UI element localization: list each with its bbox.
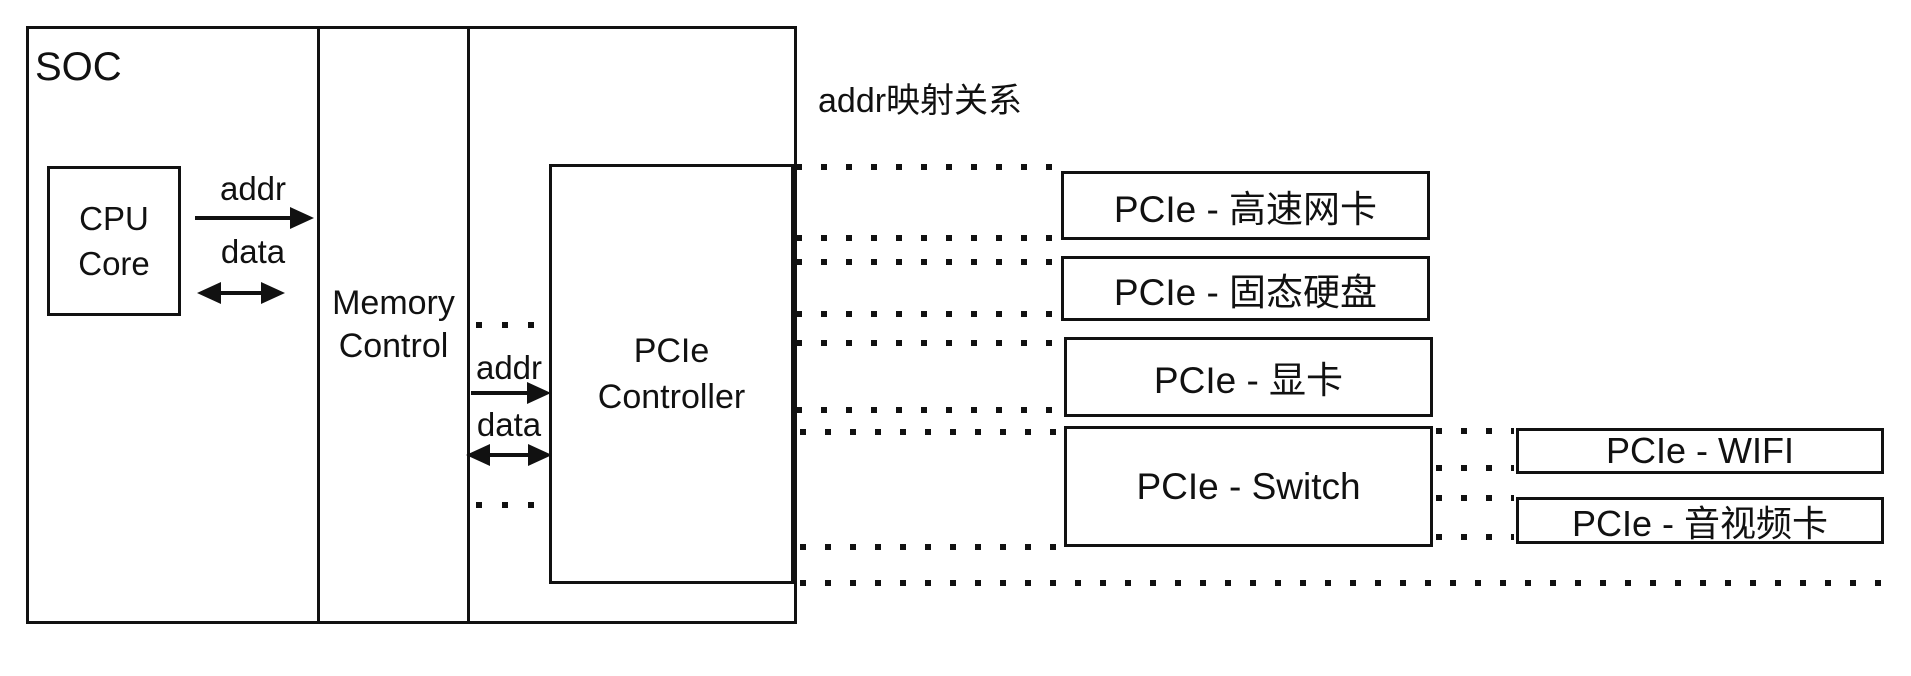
mapping-dotted-line-switch-bottom (800, 544, 1060, 550)
memory-control-label-line1: Memory (332, 284, 455, 322)
device-box-network-card: PCIe - 高速网卡 (1061, 171, 1430, 240)
soc-label: SOC (35, 45, 122, 89)
arrowhead-right-icon (261, 282, 285, 304)
memory-control-box: Memory Control (317, 26, 470, 624)
device-label: PCIe - Switch (1136, 465, 1361, 507)
memory-controller-data-label: data (476, 406, 542, 443)
memory-control-label-line2: Control (338, 327, 449, 365)
device-label: PCIe - 音视频卡 (1571, 502, 1829, 544)
device-label: PCIe - 固态硬盘 (1113, 271, 1378, 313)
mapping-dotted-line-wifi-top (1436, 428, 1514, 434)
device-label: PCIe - 高速网卡 (1113, 188, 1378, 230)
device-box-wifi: PCIe - WIFI (1516, 428, 1884, 474)
mapping-dotted-line-dev3-bottom (796, 407, 1056, 413)
ellipsis-dots-bottom (476, 502, 535, 508)
mapping-dotted-line-dev1-bottom (796, 235, 1056, 241)
mapping-dotted-line-av-top (1436, 495, 1514, 501)
arrowhead-right-icon (527, 382, 551, 404)
cpu-memory-data-label: data (220, 233, 286, 270)
mapping-dotted-line-dev2-bottom (796, 311, 1056, 317)
mapping-dotted-line-switch-top (800, 429, 1060, 435)
mapping-dotted-line-dev1-top (796, 164, 1056, 170)
memory-controller-addr-arrow-line (471, 391, 529, 395)
cpu-core-label-line1: CPU (79, 200, 149, 237)
cpu-core-label-line2: Core (78, 245, 150, 282)
cpu-memory-addr-label: addr (219, 170, 287, 207)
device-box-av-card: PCIe - 音视频卡 (1516, 497, 1884, 544)
arrowhead-left-icon (197, 282, 221, 304)
addr-mapping-title: addr映射关系 (818, 82, 1023, 120)
pcie-controller-label-line2: Controller (597, 378, 746, 416)
mapping-dotted-line-bottom-long (800, 580, 1900, 586)
device-box-ssd: PCIe - 固态硬盘 (1061, 256, 1430, 321)
device-label: PCIe - 显卡 (1153, 360, 1344, 401)
mapping-dotted-line-wifi-bottom (1436, 465, 1514, 471)
memory-controller-addr-label: addr (475, 349, 543, 386)
ellipsis-dots-top (476, 322, 535, 328)
device-label: PCIe - WIFI (1606, 430, 1794, 471)
mapping-dotted-line-dev2-top (796, 259, 1056, 265)
pcie-controller-box: PCIe Controller (549, 164, 794, 584)
cpu-core-box: CPU Core (47, 166, 181, 316)
mapping-dotted-line-dev3-top (796, 340, 1056, 346)
cpu-memory-data-arrow-line (219, 291, 263, 295)
device-box-gpu: PCIe - 显卡 (1064, 337, 1433, 417)
memory-controller-data-arrow-line (488, 453, 530, 457)
device-box-switch: PCIe - Switch (1064, 426, 1433, 547)
arrowhead-left-icon (466, 444, 490, 466)
pcie-controller-label-line1: PCIe (633, 332, 710, 370)
arrowhead-right-icon (290, 207, 314, 229)
arrowhead-right-icon (528, 444, 552, 466)
cpu-memory-addr-arrow-line (195, 216, 293, 220)
mapping-dotted-line-av-bottom (1436, 534, 1514, 540)
